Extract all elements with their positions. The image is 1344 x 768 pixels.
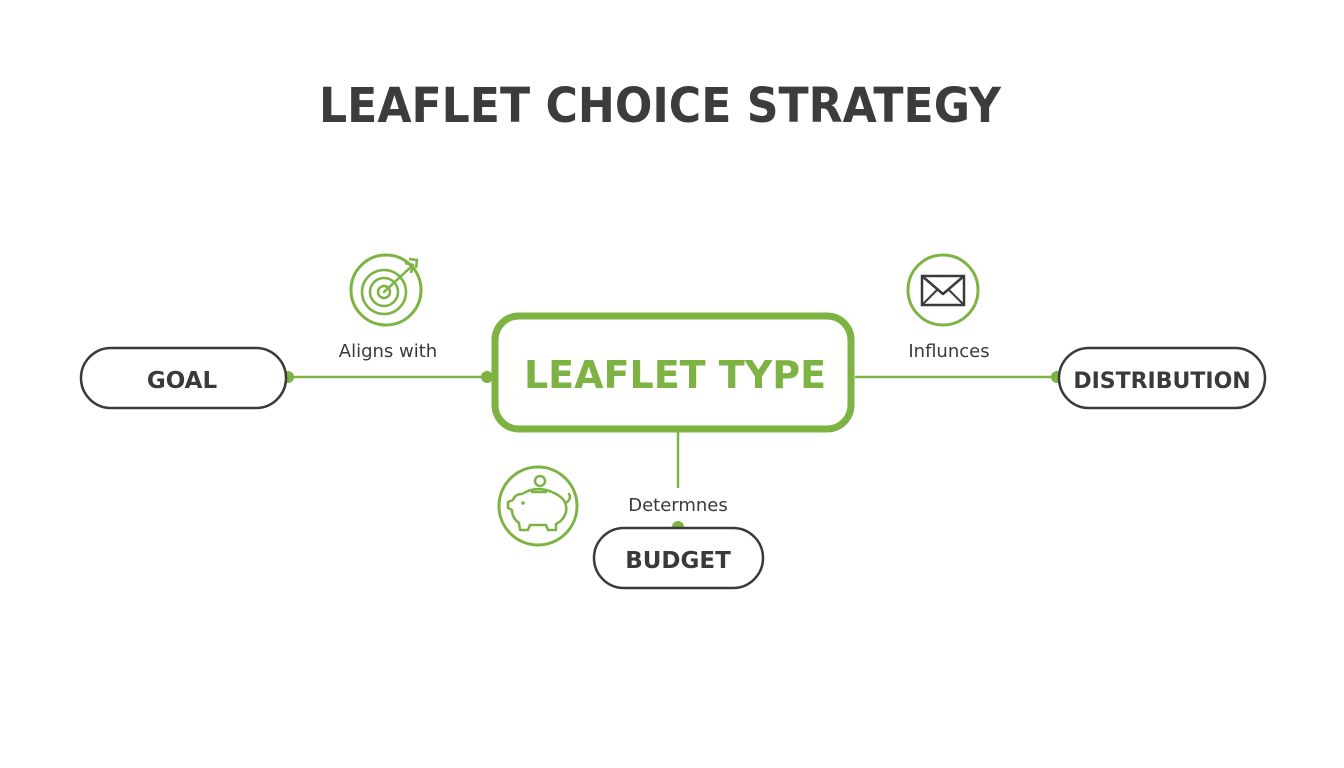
piggy-bank-icon — [497, 465, 579, 547]
node-goal: GOAL — [79, 346, 288, 410]
node-leaflet-type: LEAFLET TYPE — [491, 312, 855, 433]
node-goal-label: GOAL — [147, 368, 218, 394]
node-leaflet-type-label: LEAFLET TYPE — [524, 353, 826, 397]
diagram-title: LEAFLET CHOICE STRATEGY — [319, 78, 1001, 134]
target-arrow-icon — [349, 253, 423, 327]
node-budget-label: BUDGET — [625, 548, 731, 574]
envelope-icon — [906, 253, 980, 327]
node-budget: BUDGET — [592, 526, 765, 590]
edge-label-aligns-with: Aligns with — [339, 341, 437, 362]
edge-dot-center-left — [481, 371, 493, 383]
node-distribution: DISTRIBUTION — [1057, 346, 1267, 410]
edge-label-determines: Determnes — [628, 495, 728, 516]
edge-label-influences: Influnces — [908, 341, 989, 362]
node-distribution-label: DISTRIBUTION — [1073, 369, 1250, 394]
